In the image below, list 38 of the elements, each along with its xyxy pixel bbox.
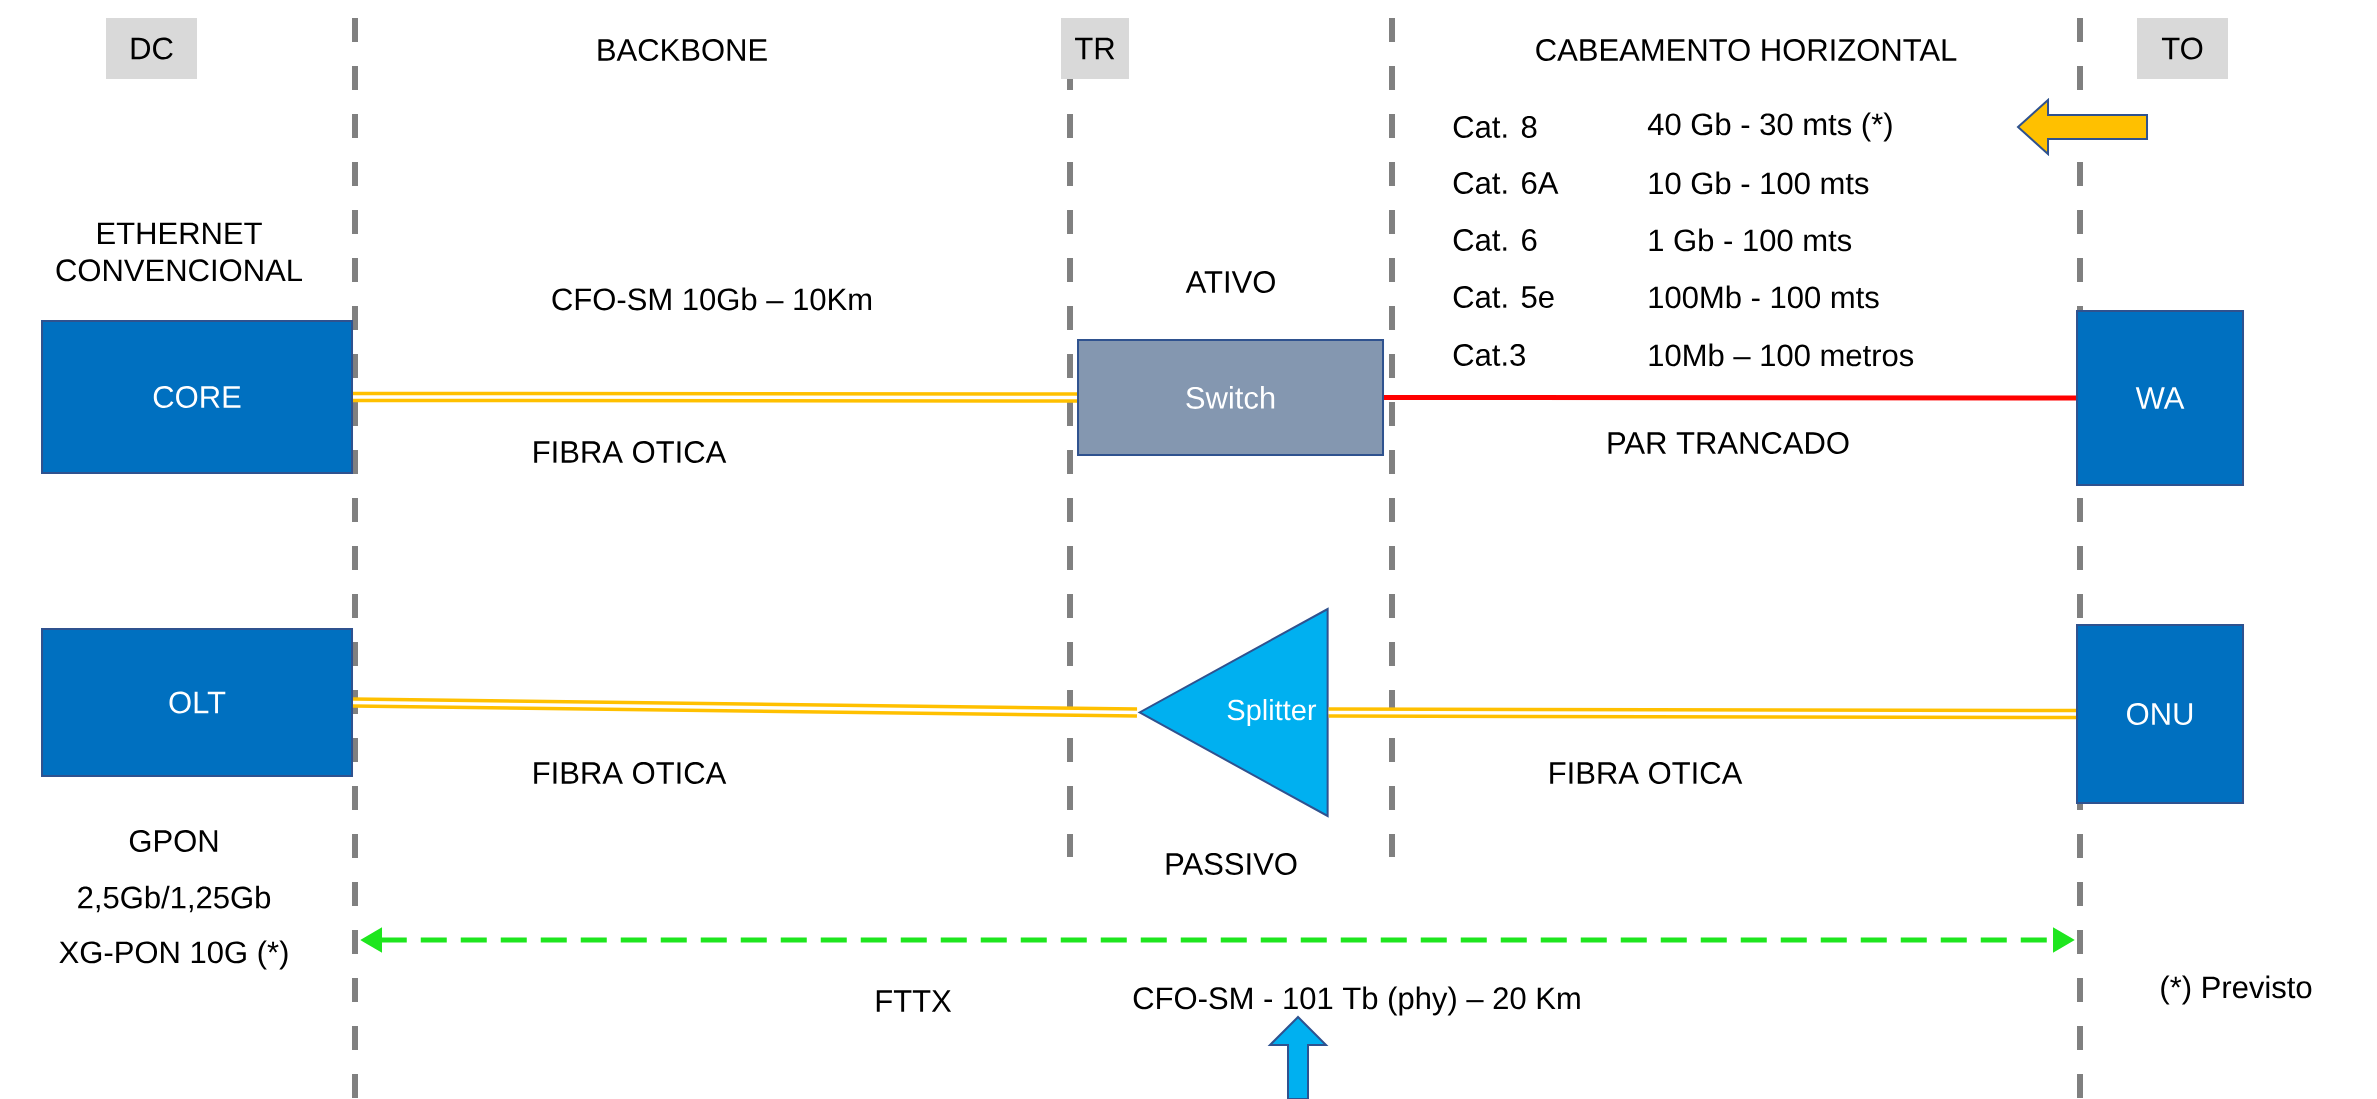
text-label: Cat. 5e [1453, 286, 1554, 308]
edge-label: FIBRA OTICA [1545, 760, 1745, 786]
fiber-link [352, 697, 1138, 718]
text-label: XG-PON 10G (*) [59, 940, 288, 970]
device-box: OLT [41, 628, 353, 777]
text-label: GPON [129, 830, 218, 852]
device-box: WA [2076, 310, 2244, 486]
zone-tag: TR [1061, 18, 1129, 79]
text-label: Cat.3 [1453, 344, 1525, 366]
text-label: Cat. 6A [1453, 172, 1559, 194]
text-label: ATIVO [1185, 271, 1275, 293]
text-label: CABEAMENTO HORIZONTAL [1536, 39, 1957, 61]
fiber-link [353, 391, 1077, 403]
cable-link [1384, 395, 2077, 401]
switch-box: Switch [1077, 339, 1384, 456]
text-label: BACKBONE [598, 39, 767, 61]
zone-tag: TO [2137, 18, 2228, 79]
text-label: ETHERNET CONVENCIONAL [56, 222, 302, 282]
text-label: 10Mb – 100 metros [1649, 343, 1914, 367]
text-label: FTTX [876, 990, 952, 1012]
text-label: CFO-SM 10Gb – 10Km [552, 287, 871, 311]
fiber-link [1328, 707, 2077, 720]
edge-label: FIBRA OTICA [529, 439, 729, 465]
text-label: Cat. 6 [1453, 229, 1537, 251]
text-label: 2,5Gb/1,25Gb [78, 885, 271, 913]
device-box: CORE [41, 320, 353, 474]
text-label: 100Mb - 100 mts [1649, 285, 1879, 309]
text-label: PASSIVO [1166, 853, 1297, 875]
text-label: 10 Gb - 100 mts [1649, 171, 1869, 195]
zone-tag: DC [106, 18, 197, 79]
device-box: ONU [2076, 624, 2244, 804]
edge-label: FIBRA OTICA [529, 760, 729, 786]
edge-label: PAR TRANCADO [1604, 430, 1852, 456]
text-label: CFO-SM - 101 Tb (phy) – 20 Km [1133, 986, 1580, 1016]
text-label: Cat. 8 [1453, 116, 1537, 138]
text-label: 1 Gb - 100 mts [1649, 228, 1852, 252]
text-label: (*) Previsto [2161, 975, 2312, 1005]
text-label: 40 Gb - 30 mts (*) [1647, 112, 1892, 142]
